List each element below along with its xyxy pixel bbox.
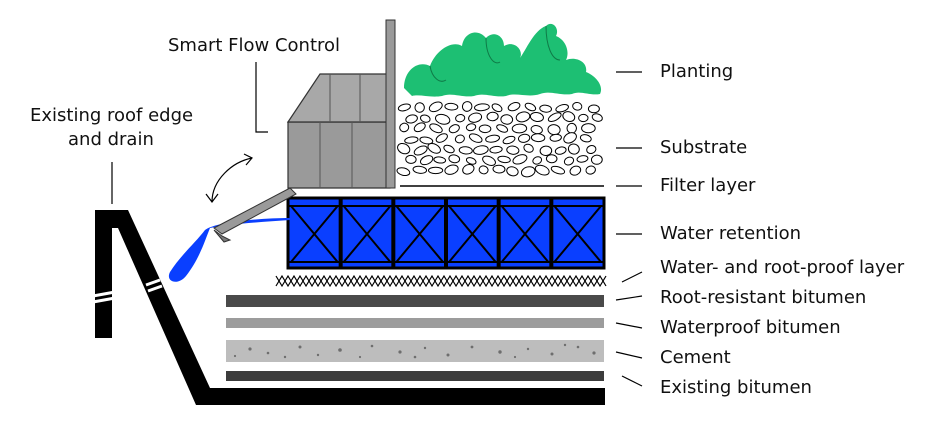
smart-flow-control-label: Smart Flow Control bbox=[168, 35, 341, 56]
layer-label-planting: Planting bbox=[660, 61, 734, 82]
layer-label-root-resistant-bitumen: Root-resistant bitumen bbox=[660, 287, 867, 308]
roof-edge-label-line1: Existing roof edge bbox=[30, 105, 194, 126]
water-outflow bbox=[168, 218, 290, 282]
layer-label-substrate: Substrate bbox=[660, 137, 748, 158]
layer-label-filter: Filter layer bbox=[660, 175, 756, 196]
layer-pointer-lines bbox=[615, 71, 643, 387]
layer-label-cement: Cement bbox=[660, 347, 731, 368]
layer-label-existing-bitumen: Existing bitumen bbox=[660, 377, 812, 398]
water-retention-layer bbox=[286, 196, 606, 270]
water-and-root-proof-layer bbox=[275, 274, 607, 288]
planting-layer bbox=[404, 23, 602, 97]
substrate-layer bbox=[396, 101, 603, 178]
callout-lines bbox=[111, 62, 268, 204]
waterproof-bitumen-layer bbox=[226, 318, 604, 328]
layer-label-water-retention: Water retention bbox=[660, 223, 802, 244]
roof-edge-structure bbox=[92, 210, 605, 405]
existing-bitumen-layer bbox=[226, 371, 604, 381]
root-resistant-bitumen-layer bbox=[226, 295, 604, 307]
layer-label-waterproof-bitumen: Waterproof bitumen bbox=[660, 317, 841, 338]
cement-layer bbox=[226, 340, 604, 362]
smart-flow-control-device bbox=[213, 19, 396, 243]
roof-edge-label-line2: and drain bbox=[68, 129, 154, 150]
layer-label-water-root-proof: Water- and root-proof layer bbox=[660, 257, 905, 278]
